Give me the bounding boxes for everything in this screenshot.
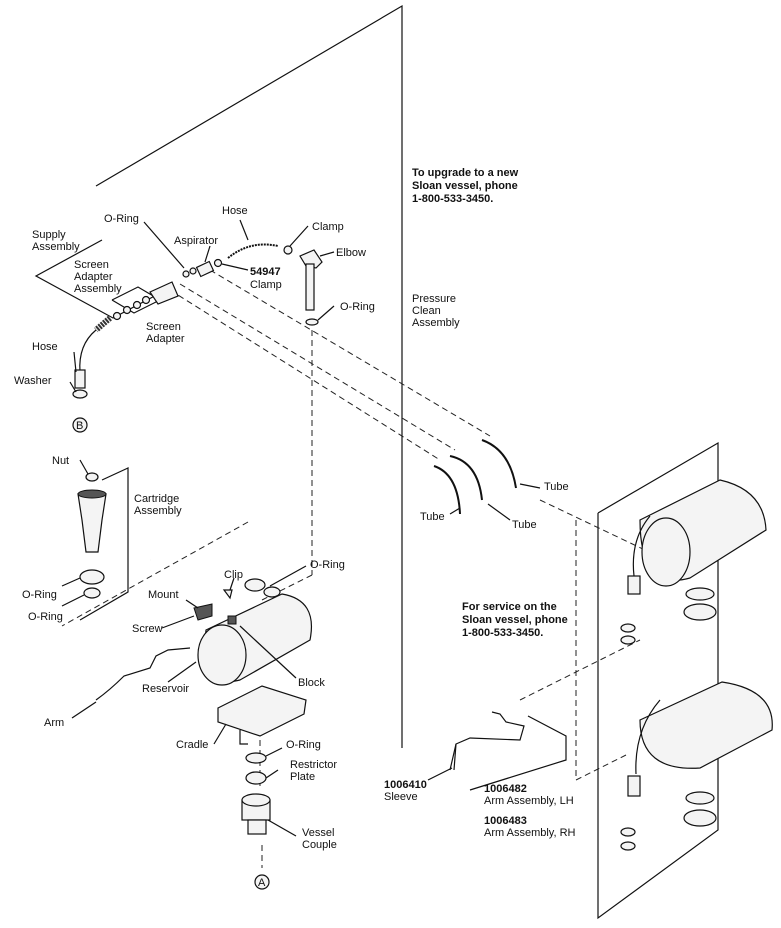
service-note-line-3: 1-800-533-3450. (462, 627, 543, 639)
label-clamp: Clamp (312, 221, 344, 233)
label-pressure-clean-1: Pressure (412, 293, 456, 305)
label-hose-top: Hose (222, 205, 248, 217)
label-sleeve-name: Sleeve (384, 791, 418, 803)
label-arm-lh-name: Arm Assembly, LH (484, 795, 574, 807)
label-pressure-clean-3: Assembly (412, 317, 460, 329)
label-screen-adapter-assembly-2: Adapter (74, 271, 113, 283)
label-reservoir: Reservoir (142, 683, 189, 695)
label-screen-adapter-assembly-1: Screen (74, 259, 109, 271)
label-o-ring-top: O-Ring (104, 213, 139, 225)
label-screw: Screw (132, 623, 163, 635)
label-pressure-clean-2: Clean (412, 305, 441, 317)
upgrade-note-line-2: Sloan vessel, phone (412, 180, 518, 192)
label-washer: Washer (14, 375, 52, 387)
label-cartridge-assembly-2: Assembly (134, 505, 182, 517)
label-o-ring-cartridge-2: O-Ring (28, 611, 63, 623)
label-clamp-54947-name: Clamp (250, 279, 282, 291)
marker-a: A (258, 877, 266, 889)
label-o-ring-elbow: O-Ring (340, 301, 375, 313)
label-o-ring-cartridge-1: O-Ring (22, 589, 57, 601)
label-screen-adapter-1: Screen (146, 321, 181, 333)
label-mount: Mount (148, 589, 179, 601)
label-hose-left: Hose (32, 341, 58, 353)
upgrade-note-line-3: 1-800-533-3450. (412, 193, 493, 205)
label-o-ring-cradle: O-Ring (286, 739, 321, 751)
label-supply-assembly-1: Supply (32, 229, 66, 241)
label-clip: Clip (224, 569, 243, 581)
label-supply-assembly-2: Assembly (32, 241, 80, 253)
label-cradle: Cradle (176, 739, 208, 751)
label-sleeve-number: 1006410 (384, 779, 427, 791)
label-restrictor-plate-2: Plate (290, 771, 315, 783)
service-note-line-2: Sloan vessel, phone (462, 614, 568, 626)
label-arm: Arm (44, 717, 64, 729)
upgrade-note-line-1: To upgrade to a new (412, 167, 519, 179)
label-vessel-couple-1: Vessel (302, 827, 334, 839)
label-nut: Nut (52, 455, 69, 467)
label-elbow: Elbow (336, 247, 366, 259)
label-cartridge-assembly-1: Cartridge (134, 493, 179, 505)
cartridge-bracket (79, 467, 129, 621)
label-tube-1: Tube (420, 511, 445, 523)
label-arm-rh-number: 1006483 (484, 815, 527, 827)
label-o-ring-reservoir: O-Ring (310, 559, 345, 571)
label-screen-adapter-2: Adapter (146, 333, 185, 345)
label-arm-rh-name: Arm Assembly, RH (484, 827, 576, 839)
marker-b: B (76, 420, 83, 432)
label-arm-lh-number: 1006482 (484, 783, 527, 795)
label-aspirator: Aspirator (174, 235, 218, 247)
label-tube-2: Tube (512, 519, 537, 531)
main-panel-outline (95, 4, 403, 748)
label-clamp-54947-number: 54947 (250, 266, 281, 278)
label-vessel-couple-2: Couple (302, 839, 337, 851)
label-block: Block (298, 677, 325, 689)
label-restrictor-plate-1: Restrictor (290, 759, 337, 771)
label-screen-adapter-assembly-3: Assembly (74, 283, 122, 295)
service-panel-outline (597, 441, 719, 920)
service-note-line-1: For service on the (462, 601, 557, 613)
label-tube-3: Tube (544, 481, 569, 493)
